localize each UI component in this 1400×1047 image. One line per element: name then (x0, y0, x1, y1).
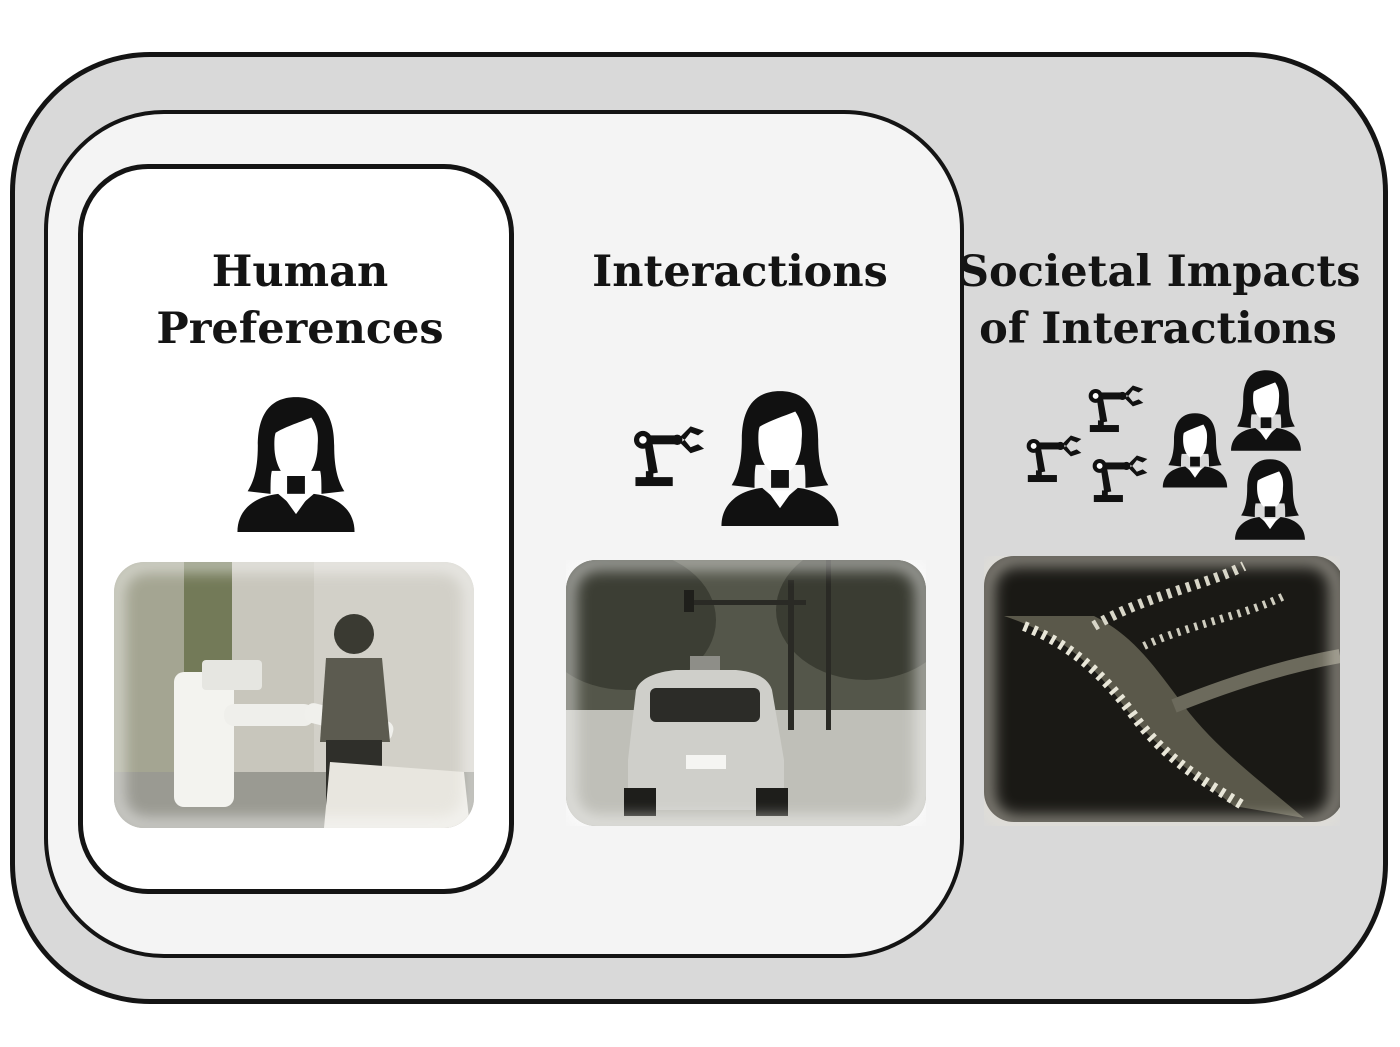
woman-person-icon (1162, 413, 1228, 488)
robot-arm-icon (1092, 455, 1148, 503)
human-preferences-title-line2: Preferences (156, 304, 444, 354)
woman-person-icon (721, 391, 839, 526)
human-preferences-title-line1: Human (211, 247, 389, 297)
woman-person-icon (1235, 459, 1305, 540)
robot-arm-icon (1088, 385, 1144, 433)
robot-arm-icon (1026, 435, 1082, 483)
woman-person-icon (237, 397, 355, 532)
interactions-title-text: Interactions (592, 247, 888, 297)
interactions-title: Interactions (540, 244, 940, 301)
human-preferences-title: Human Preferences (100, 244, 500, 358)
societal-impacts-title: Societal Impacts of Interactions (958, 244, 1361, 358)
autonomous-car-street-photo (566, 560, 926, 826)
robot-arm-icon (633, 426, 705, 487)
societal-impacts-title-line2: of Interactions (979, 304, 1337, 354)
highway-traffic-night-photo (984, 556, 1340, 826)
woman-person-icon (1231, 370, 1301, 451)
societal-impacts-title-line1: Societal Impacts (958, 247, 1361, 297)
human-robot-lab-photo (114, 562, 474, 828)
